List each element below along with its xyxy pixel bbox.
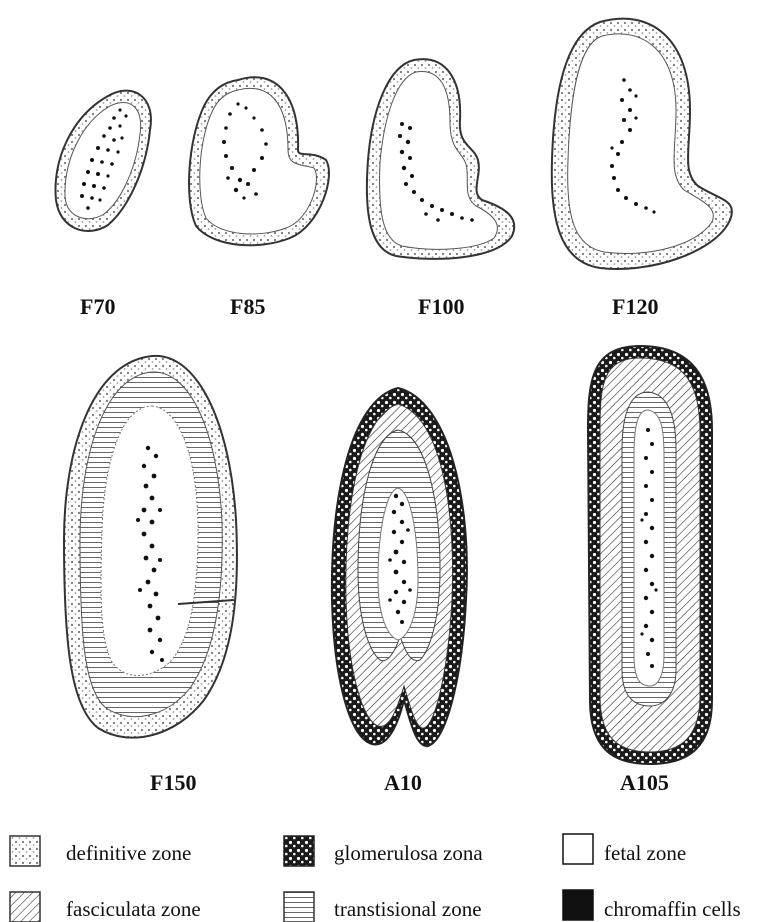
legend: definitive zone glomerulosa zona fetal z… <box>10 834 741 922</box>
stage-label-F85: F85 <box>230 294 265 319</box>
fetal-zone-swatch <box>563 834 593 864</box>
section-A10 <box>332 388 467 746</box>
stage-label-A10: A10 <box>384 770 422 795</box>
glomerulosa-zona-swatch <box>284 836 314 866</box>
stage-label-F150: F150 <box>150 770 196 795</box>
section-A105 <box>588 346 712 764</box>
legend-label-fetal: fetal zone <box>604 841 686 865</box>
stage-label-F120: F120 <box>612 294 658 319</box>
stage-label-F100: F100 <box>418 294 464 319</box>
legend-item-glomerulosa: glomerulosa zona <box>284 836 483 866</box>
section-F100 <box>367 59 514 259</box>
legend-label-definitive: definitive zone <box>66 841 191 865</box>
transitional-zone-swatch <box>284 892 314 922</box>
section-F120 <box>552 19 732 269</box>
legend-item-chromaffin: chromaffin cells <box>563 890 741 921</box>
chromaffin-cells-swatch <box>563 890 593 920</box>
section-F70 <box>55 91 150 231</box>
fasciculata-zone-swatch <box>10 892 40 922</box>
legend-item-transitional: transtisional zone <box>284 892 482 922</box>
legend-item-definitive: definitive zone <box>10 836 191 866</box>
definitive-zone-swatch <box>10 836 40 866</box>
stage-label-A105: A105 <box>620 770 669 795</box>
section-F85 <box>189 77 329 245</box>
legend-label-transitional: transtisional zone <box>334 897 482 921</box>
legend-item-fasciculata: fasciculata zone <box>10 892 201 922</box>
section-F150 <box>64 356 237 738</box>
legend-item-fetal: fetal zone <box>563 834 686 865</box>
legend-label-fasciculata: fasciculata zone <box>66 897 201 921</box>
legend-label-glomerulosa: glomerulosa zona <box>334 841 483 865</box>
stage-label-F70: F70 <box>80 294 115 319</box>
legend-label-chromaffin: chromaffin cells <box>604 897 741 921</box>
